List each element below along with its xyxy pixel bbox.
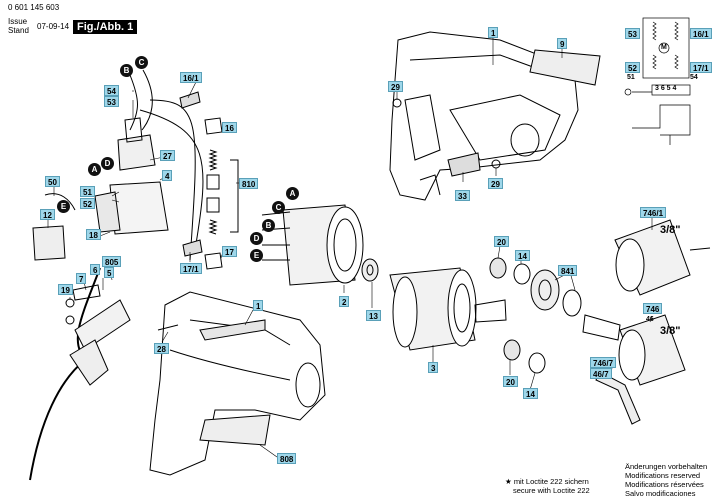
connector-e-stator[interactable]: E — [250, 249, 263, 262]
issue-label: Issue — [8, 17, 28, 26]
connector-e-left[interactable]: E — [57, 200, 70, 213]
callout-part-7[interactable]: 7 — [76, 273, 87, 284]
callout-part-29-left[interactable]: 29 — [388, 81, 403, 92]
wiring-label-17-1: 17/1 — [690, 62, 712, 73]
callout-part-808[interactable]: 808 — [277, 453, 297, 464]
wiring-label-54: 54 — [690, 74, 698, 81]
callout-part-14-top[interactable]: 14 — [515, 250, 530, 261]
wiring-terminals: 3 6 5 4 — [655, 85, 677, 92]
callout-part-18[interactable]: 18 — [86, 229, 101, 240]
part-number: 0 601 145 603 — [8, 3, 60, 12]
wiring-label-53: 53 — [625, 28, 640, 39]
figure-label: Fig./Abb. 1 — [73, 20, 138, 34]
callout-part-17-1[interactable]: 17/1 — [180, 263, 202, 274]
callout-part-1-bottom[interactable]: 1 — [253, 300, 264, 311]
callout-part-13[interactable]: 13 — [366, 310, 381, 321]
callout-part-19[interactable]: 19 — [58, 284, 73, 295]
callout-part-5[interactable]: 5 — [104, 267, 115, 278]
callout-part-29-right[interactable]: 29 — [488, 178, 503, 189]
callout-part-2[interactable]: 2 — [339, 296, 350, 307]
callout-part-810[interactable]: 810 — [239, 178, 259, 189]
chuck-key — [595, 371, 641, 425]
callout-part-16[interactable]: 16 — [222, 122, 237, 133]
callout-part-4[interactable]: 4 — [162, 170, 173, 181]
connector-d-stator[interactable]: D — [250, 232, 263, 245]
loctite-note-de: ★ mit Loctite 222 sichern — [505, 477, 589, 486]
callout-part-46[interactable]: 46 — [646, 316, 654, 323]
callout-part-33[interactable]: 33 — [455, 190, 470, 201]
suppressor — [32, 225, 66, 261]
callout-part-3[interactable]: 3 — [428, 362, 439, 373]
issue-date: 07-09-14 — [37, 22, 70, 31]
callout-part-17[interactable]: 17 — [222, 246, 237, 257]
connector-b-stator[interactable]: B — [262, 219, 275, 232]
callout-part-1-top[interactable]: 1 — [488, 27, 499, 38]
connector-a-left[interactable]: A — [88, 163, 101, 176]
callout-part-50[interactable]: 50 — [45, 176, 60, 187]
housing-half-bottom — [149, 291, 326, 476]
changes-note-es: Salvo modificaciones — [625, 489, 696, 498]
wiring-label-52: 52 — [625, 62, 640, 73]
callout-part-12[interactable]: 12 — [40, 209, 55, 220]
callout-part-27[interactable]: 27 — [160, 150, 175, 161]
label-plate — [529, 49, 601, 86]
wiring-label-16-1: 16/1 — [690, 28, 712, 39]
connector-c-top[interactable]: C — [135, 56, 148, 69]
changes-note-en: Modifications reserved — [625, 471, 701, 480]
connector-b-top[interactable]: B — [120, 64, 133, 77]
callout-part-53[interactable]: 53 — [104, 96, 119, 107]
chuck-size-top: 3/8" — [660, 224, 681, 236]
callout-part-841[interactable]: 841 — [558, 265, 578, 276]
wiring-schematic — [624, 17, 691, 145]
housing-half-top — [389, 31, 579, 201]
callout-part-51[interactable]: 51 — [80, 186, 95, 197]
loctite-note-en: secure with Loctite 222 — [513, 486, 590, 495]
stand-label: Stand — [8, 26, 29, 35]
callout-part-746-7[interactable]: 746/7 — [590, 357, 617, 368]
motor-symbol: M — [661, 44, 667, 51]
connector-d-left[interactable]: D — [101, 157, 114, 170]
changes-note-de: Änderungen vorbehalten — [625, 462, 708, 471]
bearing-13 — [361, 258, 379, 282]
callout-part-28[interactable]: 28 — [154, 343, 169, 354]
changes-note-fr: Modifications réservées — [625, 480, 704, 489]
callout-part-6[interactable]: 6 — [90, 264, 101, 275]
callout-part-54[interactable]: 54 — [104, 85, 119, 96]
connector-a-stator[interactable]: A — [286, 187, 299, 200]
callout-part-46-7[interactable]: 46/7 — [590, 368, 612, 379]
connector-c-stator[interactable]: C — [272, 201, 285, 214]
callout-part-805[interactable]: 805 — [102, 256, 122, 267]
chuck-size-bottom: 3/8" — [660, 325, 681, 337]
callout-part-20-bottom[interactable]: 20 — [503, 376, 518, 387]
callout-part-52[interactable]: 52 — [80, 198, 95, 209]
callout-part-9[interactable]: 9 — [557, 38, 568, 49]
callout-part-16-1[interactable]: 16/1 — [180, 72, 202, 83]
callout-part-746[interactable]: 746 — [643, 303, 663, 314]
callout-part-20-top[interactable]: 20 — [494, 236, 509, 247]
callout-part-14-bottom[interactable]: 14 — [523, 388, 538, 399]
wiring-label-51: 51 — [627, 74, 635, 81]
switch-button — [447, 152, 481, 177]
callout-part-746-1[interactable]: 746/1 — [640, 207, 667, 218]
